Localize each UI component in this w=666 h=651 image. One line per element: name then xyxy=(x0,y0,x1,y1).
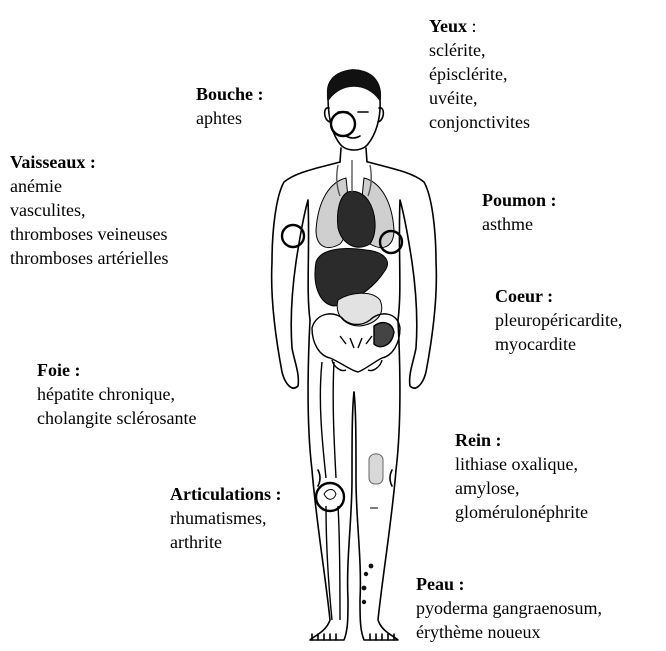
label-foie: Foie : hépatite chronique, cholangite sc… xyxy=(37,358,196,430)
label-title: Vaisseaux : xyxy=(10,150,168,174)
eye-highlight-circle xyxy=(331,112,355,136)
label-title: Foie : xyxy=(37,358,196,382)
kidney-area xyxy=(374,323,394,347)
hair xyxy=(328,70,381,100)
skin-lesion xyxy=(362,586,367,591)
skin-lesion xyxy=(369,564,374,569)
label-yeux: Yeux : sclérite, épisclérite, uvéite, co… xyxy=(429,14,530,134)
label-coeur: Coeur : pleuropéricardite, myocardite xyxy=(495,284,622,356)
label-bouche: Bouche : aphtes xyxy=(196,82,264,130)
skin-lesion xyxy=(362,600,366,604)
label-title: Bouche : xyxy=(196,82,264,106)
label-rein: Rein : lithiase oxalique, amylose, glomé… xyxy=(455,428,588,524)
femur xyxy=(320,362,336,478)
label-title: Peau : xyxy=(416,572,602,596)
label-title: Articulations : xyxy=(170,482,282,506)
label-poumon: Poumon : asthme xyxy=(482,188,557,236)
label-articulations: Articulations : rhumatismes, arthrite xyxy=(170,482,282,554)
skin-lesion xyxy=(364,572,368,576)
label-title: Coeur : xyxy=(495,284,622,308)
label-title: Rein : xyxy=(455,428,588,452)
label-title: Yeux xyxy=(429,16,467,36)
digestive-tract xyxy=(337,293,382,326)
label-peau: Peau : pyoderma gangraenosum, érythème n… xyxy=(416,572,602,644)
label-vaisseaux: Vaisseaux : anémie vasculites, thrombose… xyxy=(10,150,168,270)
joint-highlight-circle xyxy=(316,483,344,511)
label-title: Poumon : xyxy=(482,188,557,212)
leg-patch xyxy=(369,454,383,484)
